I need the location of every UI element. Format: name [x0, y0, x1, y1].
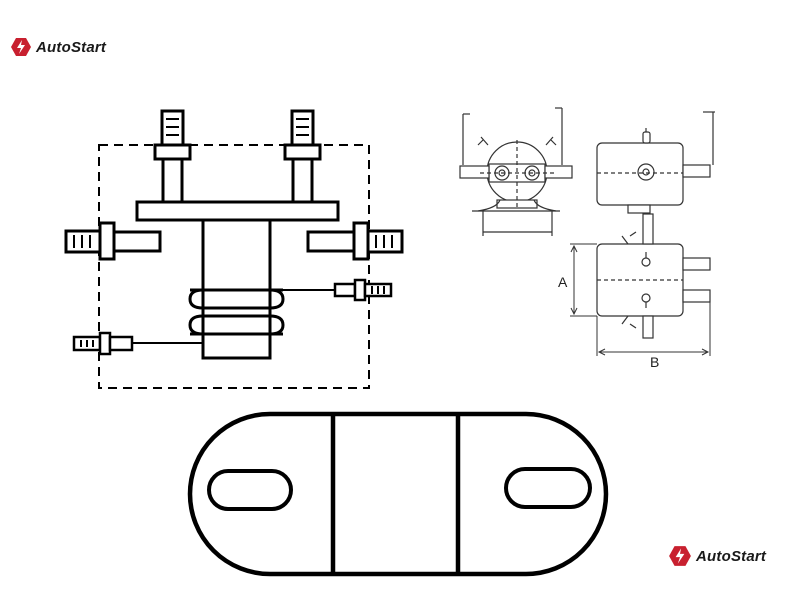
dimension-height [570, 243, 597, 317]
terminal-side-left [64, 221, 162, 261]
terminal-control-right [283, 278, 393, 302]
mounting-slot-left [207, 469, 293, 511]
side-view [596, 111, 715, 214]
top-view [596, 213, 711, 339]
terminal-side-right [306, 221, 404, 261]
autostart-logo-icon [11, 38, 31, 56]
terminal-top-right [283, 109, 322, 204]
dimension-length [596, 302, 711, 356]
dimension-b-label: B [650, 354, 659, 370]
mounting-slot-right [504, 467, 592, 509]
dimension-a-label: A [558, 274, 568, 290]
brand-logo-top: AutoStart [10, 37, 106, 57]
terminal-control-left [72, 331, 203, 356]
contact-bar [135, 200, 340, 222]
terminal-top-left [153, 109, 192, 204]
brand-logo-bottom: AutoStart [668, 545, 766, 567]
solenoid-schematic [64, 109, 404, 389]
mounting-base [187, 411, 609, 577]
brand-name: AutoStart [696, 547, 767, 565]
autostart-logo-icon [669, 546, 691, 566]
housing-outline [98, 144, 370, 389]
brand-name: AutoStart [36, 38, 107, 56]
front-view [459, 107, 573, 236]
coil-windings [188, 288, 285, 336]
